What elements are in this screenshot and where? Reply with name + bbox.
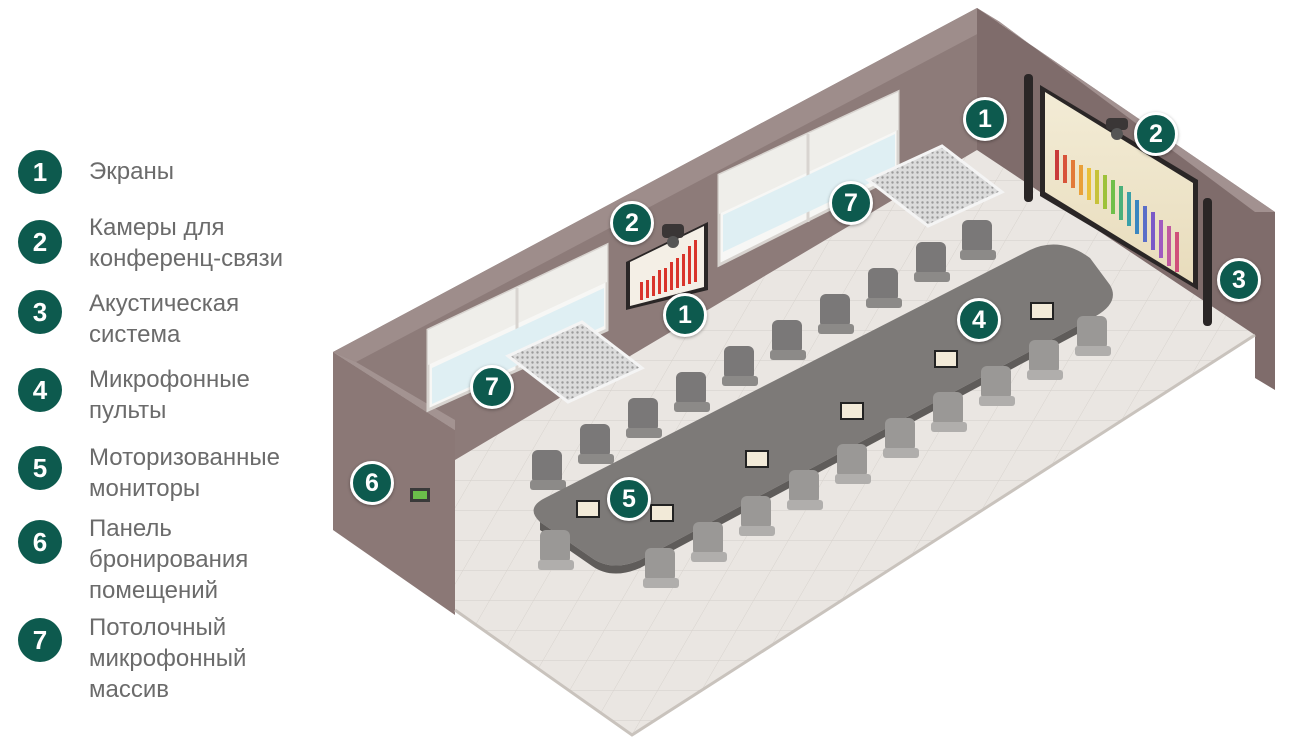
legend-badge: 2 bbox=[18, 220, 62, 264]
marker-ceiling-mic-right: 7 bbox=[829, 181, 873, 225]
legend-item-ceiling-mic: 7 Потолочный микрофонный массив bbox=[18, 612, 319, 705]
right-screen bbox=[1040, 85, 1198, 290]
booking-panel bbox=[410, 488, 430, 502]
speaker-column-left bbox=[1024, 74, 1033, 202]
marker-mic-console: 4 bbox=[957, 298, 1001, 342]
legend-badge: 3 bbox=[18, 290, 62, 334]
legend-badge: 4 bbox=[18, 368, 62, 412]
legend-label: Камеры для конференц-связи bbox=[89, 214, 284, 272]
chairs-back-row bbox=[530, 220, 996, 490]
legend-label: Микрофонные пульты bbox=[89, 366, 250, 424]
marker-ceiling-mic-left: 7 bbox=[470, 365, 514, 409]
legend-item-booking-panel: 6 Панель бронирования помещений bbox=[18, 513, 319, 606]
legend-item-acoustics: 3 Акустическая система bbox=[18, 288, 319, 350]
legend-label: Панель бронирования помещений bbox=[89, 515, 249, 604]
ceiling-mic-left bbox=[505, 320, 645, 404]
marker-booking-panel: 6 bbox=[350, 461, 394, 505]
legend-item-mic-consoles: 4 Микрофонные пульты bbox=[18, 364, 319, 426]
ceiling-mic-right bbox=[865, 144, 1005, 228]
marker-screen-left: 1 bbox=[663, 293, 707, 337]
legend-label: Экраны bbox=[89, 158, 174, 185]
speaker-column-right bbox=[1203, 198, 1212, 326]
front-wall bbox=[333, 352, 455, 615]
legend-item-cameras: 2 Камеры для конференц-связи bbox=[18, 212, 319, 274]
left-screen bbox=[626, 222, 708, 310]
legend-badge: 1 bbox=[18, 150, 62, 194]
legend-badge: 7 bbox=[18, 618, 62, 662]
marker-speaker: 3 bbox=[1217, 258, 1261, 302]
marker-camera-right: 2 bbox=[1134, 112, 1178, 156]
legend-label: Акустическая система bbox=[89, 290, 240, 348]
chairs-front-row bbox=[538, 316, 1111, 588]
legend-item-monitors: 5 Моторизованные мониторы bbox=[18, 442, 319, 504]
legend-badge: 6 bbox=[18, 520, 62, 564]
legend-badge: 5 bbox=[18, 446, 62, 490]
legend-label: Моторизованные мониторы bbox=[89, 444, 280, 502]
table-monitors bbox=[576, 302, 1054, 522]
window-right bbox=[717, 89, 900, 268]
marker-camera-left: 2 bbox=[610, 201, 654, 245]
legend-label: Потолочный микрофонный массив bbox=[89, 614, 247, 703]
legend-item-screens: 1 Экраны bbox=[18, 150, 319, 194]
left-camera bbox=[662, 224, 684, 248]
right-camera bbox=[1106, 118, 1128, 140]
marker-monitor: 5 bbox=[607, 477, 651, 521]
marker-screen-right: 1 bbox=[963, 97, 1007, 141]
legend: 1 Экраны 2 Камеры для конференц-связи 3 … bbox=[0, 0, 330, 740]
